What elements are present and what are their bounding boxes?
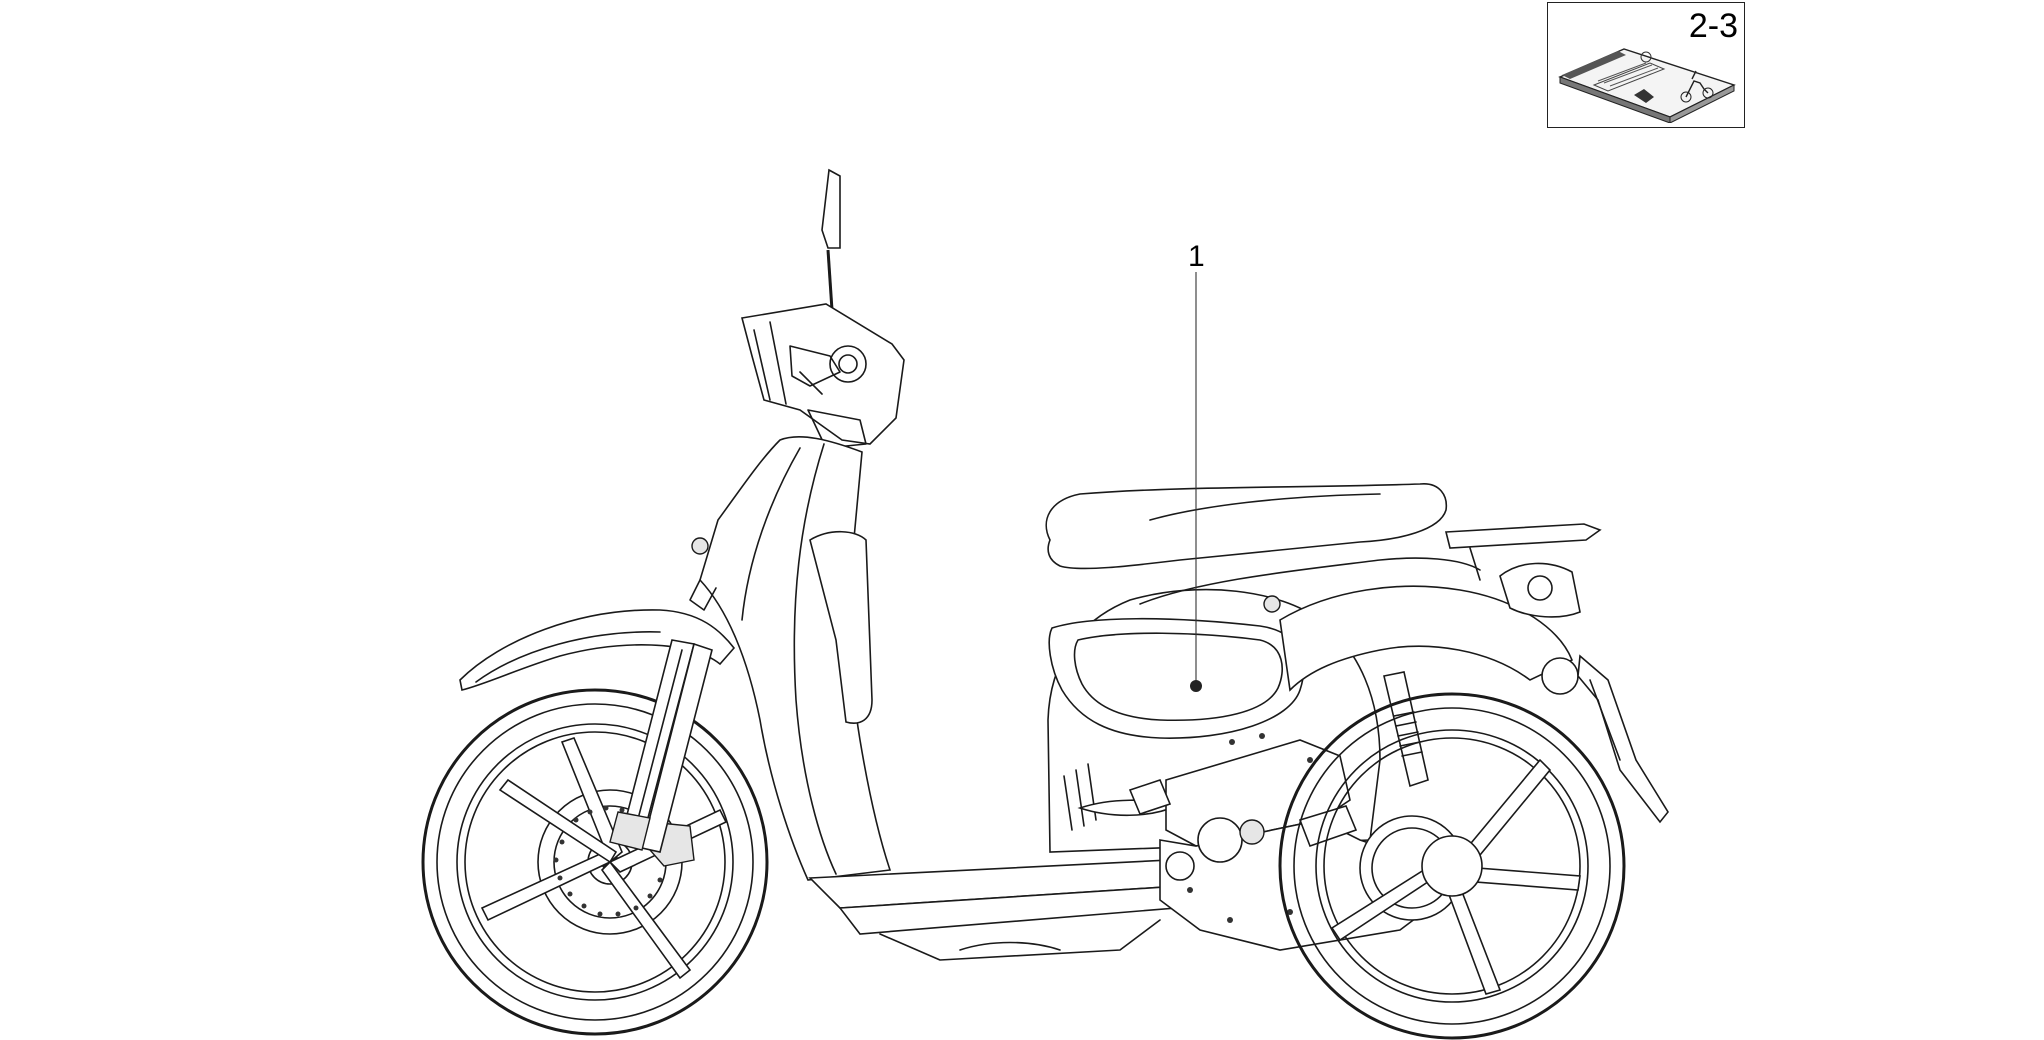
decal-point [1190, 680, 1202, 692]
handlebar-headlight [741, 303, 905, 449]
mirror [821, 168, 841, 311]
front-wheel [421, 688, 769, 1036]
callout-label: 1 [1188, 240, 1205, 273]
reference-box: 2-3 [1547, 2, 1745, 128]
leg-shield [689, 435, 892, 881]
front-fork [609, 639, 713, 853]
floorboard [808, 859, 1182, 961]
reference-code: 2-3 [1688, 7, 1738, 45]
engine-transmission [1128, 733, 1465, 951]
seat [1045, 483, 1448, 570]
rear-rack [1444, 523, 1602, 618]
rear-wheel [1278, 692, 1626, 1040]
manual-book-icon [1558, 48, 1736, 123]
front-fender [459, 609, 736, 691]
rear-shock [1383, 671, 1429, 788]
callout-1: 1 [1188, 240, 1205, 680]
rear-body [1279, 585, 1669, 824]
